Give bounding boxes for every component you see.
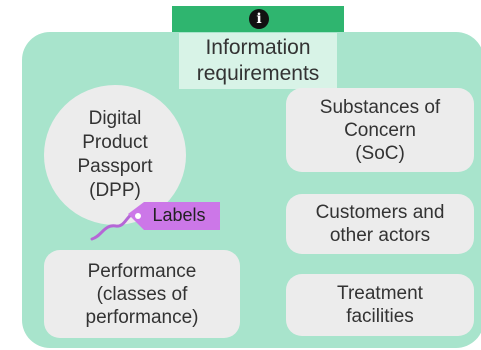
- labels-tag-icon: [90, 202, 220, 241]
- diagram-title: Information requirements: [179, 33, 337, 89]
- customers-box: Customers and other actors: [286, 194, 474, 254]
- treatment-box: Treatment facilities: [286, 274, 474, 336]
- labels-tag-text: Labels: [152, 205, 206, 225]
- dpp-label: Digital Product Passport (DPP): [77, 108, 153, 201]
- performance-box: Performance (classes of performance): [44, 250, 240, 338]
- diagram-title-text: Information requirements: [196, 36, 320, 85]
- performance-label: Performance (classes of performance): [85, 260, 199, 328]
- dpp-circle: Digital Product Passport (DPP): [44, 85, 186, 225]
- customers-label: Customers and other actors: [315, 202, 445, 246]
- soc-box: Substances of Concern (SoC): [286, 88, 474, 172]
- soc-label: Substances of Concern (SoC): [319, 96, 441, 164]
- info-icon: i: [249, 9, 269, 29]
- treatment-label: Treatment facilities: [337, 283, 423, 327]
